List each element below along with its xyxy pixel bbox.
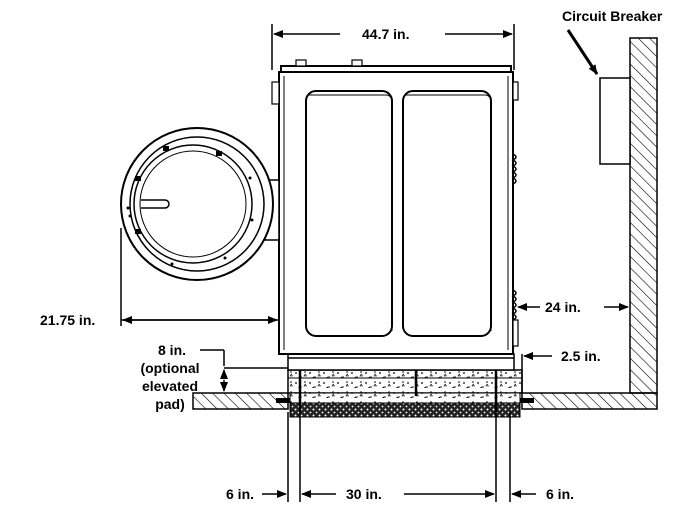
concrete-pad: [276, 369, 534, 418]
dimension-bottom: [262, 412, 536, 502]
machine-cabinet: [271, 59, 519, 355]
circuit-breaker-pointer: [566, 29, 599, 75]
circuit-breaker-box: [599, 77, 631, 165]
pad-note-line3: pad): [155, 396, 185, 412]
wall-clearance-label: 24 in.: [545, 299, 581, 315]
machine-base: [287, 353, 515, 371]
circuit-breaker-label: Circuit Breaker: [562, 8, 663, 24]
dimension-pad-overhang: [521, 352, 552, 393]
pad-overhang-label: 2.5 in.: [561, 348, 601, 364]
floor: [192, 392, 658, 410]
wall: [629, 37, 658, 394]
width-label: 44.7 in.: [362, 26, 410, 42]
door-depth-label: 21.75 in.: [40, 312, 96, 328]
dimension-pad-height: [200, 349, 288, 392]
machine-door: [120, 127, 280, 281]
left-margin-label: 6 in.: [226, 486, 255, 502]
pad-note-line2: elevated: [141, 378, 199, 394]
right-margin-label: 6 in.: [546, 486, 575, 502]
pad-height-label: 8 in.: [158, 342, 187, 358]
dimension-width: [271, 24, 515, 70]
dimension-door-depth: [120, 228, 280, 326]
pad-note-line1: (optional: [140, 360, 200, 376]
pad-width-label: 30 in.: [346, 486, 382, 502]
